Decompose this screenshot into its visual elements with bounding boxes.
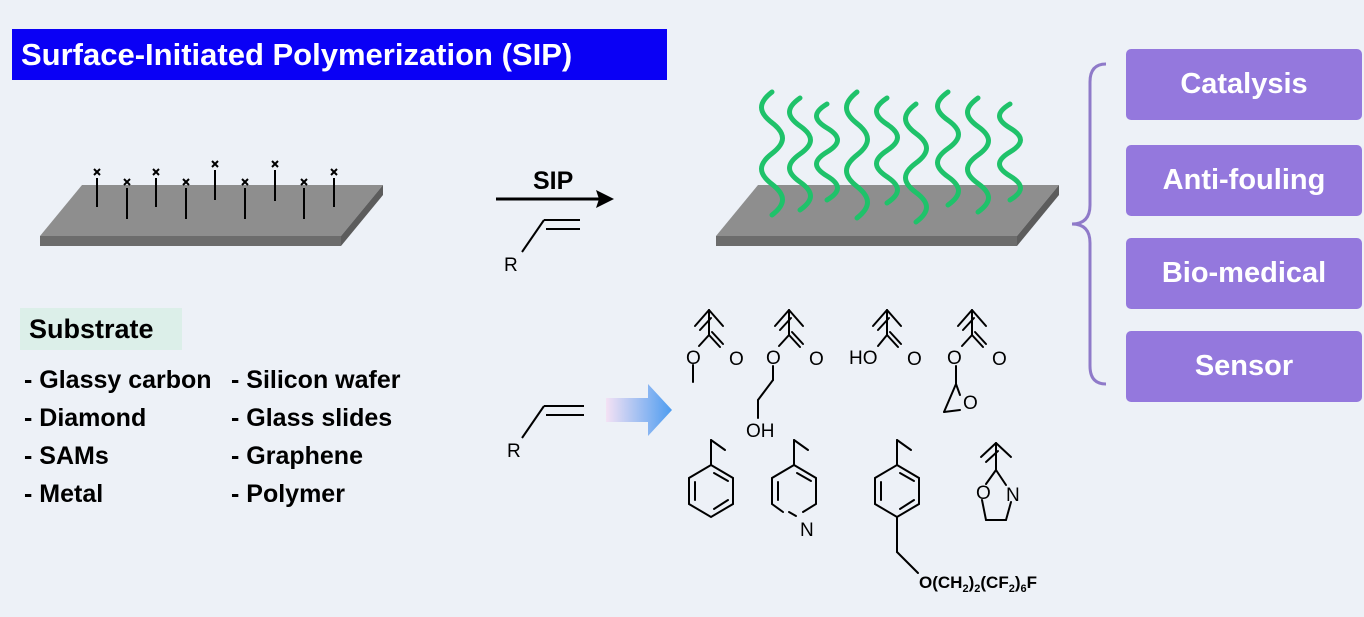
hema-hydroxyl: OH — [746, 421, 775, 442]
substrate-item: - Diamond — [24, 404, 147, 432]
monomer-structures — [688, 309, 1012, 574]
initiator-cross — [211, 160, 219, 168]
initiator-markers — [93, 160, 338, 219]
fluorinated-styrene-structure — [874, 439, 920, 574]
methacrylic-acid-structure — [872, 309, 902, 348]
hema-ester-o: O — [766, 348, 781, 369]
substrate-heading: Substrate — [20, 308, 182, 350]
vinyl-monomer-structure-2 — [521, 405, 584, 439]
initiator-substrate — [40, 185, 383, 246]
mma-carbonyl-o: O — [729, 349, 744, 370]
polymer-brush-substrate — [716, 185, 1059, 246]
oxazoline-n: N — [1006, 485, 1020, 506]
sip-arrow-label: SIP — [533, 167, 573, 195]
substrate-item: - Graphene — [231, 442, 363, 470]
application-bio-medical: Bio-medical — [1126, 238, 1362, 309]
maa-hydroxyl: HO — [849, 348, 878, 369]
substrate-item: - SAMs — [24, 442, 109, 470]
page-title: Surface-Initiated Polymerization (SIP) — [12, 29, 667, 80]
substrate-item: - Polymer — [231, 480, 345, 508]
initiator-cross — [300, 178, 308, 186]
hema-carbonyl-o: O — [809, 349, 824, 370]
sip-reaction-arrow — [496, 190, 614, 208]
polymer-brushes — [759, 89, 1023, 225]
polymer-chain — [874, 95, 900, 206]
substrate-item: - Glassy carbon — [24, 366, 212, 394]
polymer-chain — [759, 89, 785, 218]
mma-ester-o: O — [686, 348, 701, 369]
initiator-cross — [271, 160, 279, 168]
substrate-item: - Silicon wafer — [231, 366, 401, 394]
polymer-chain — [787, 95, 813, 213]
initiator-cross — [241, 178, 249, 186]
monomer-atom-labels: O O O O OH O HO O O O N O N — [686, 348, 1020, 541]
vinyl-r-group-2: R — [507, 441, 521, 462]
initiator-cross — [182, 178, 190, 186]
initiator-cross — [152, 168, 160, 176]
oxazoline-o: O — [976, 483, 991, 504]
initiator-cross — [123, 178, 131, 186]
applications-brace — [1071, 62, 1107, 386]
gma-epoxide-o: O — [963, 393, 978, 414]
gma-carbonyl-o: O — [992, 349, 1007, 370]
fluoro-chain-label: O(CH2)2(CF2)6F — [919, 573, 1037, 595]
polymer-chain — [844, 89, 870, 221]
substrate-item: - Metal — [24, 480, 104, 508]
maa-carbonyl-o: O — [907, 349, 922, 370]
pyridine-n: N — [800, 520, 814, 541]
substrate-item: - Glass slides — [231, 404, 393, 432]
application-catalysis: Catalysis — [1126, 49, 1362, 120]
oxazoline-structure — [980, 442, 1012, 521]
gma-ester-o: O — [947, 348, 962, 369]
polymer-chain — [935, 89, 961, 208]
polymer-chain — [814, 101, 840, 203]
vinylpyridine-structure — [771, 439, 817, 517]
hydroxyethyl-methacrylate-structure — [757, 309, 804, 419]
vinyl-monomer-structure — [521, 219, 580, 253]
glycidyl-methacrylate-structure — [943, 309, 987, 413]
styrene-structure — [688, 439, 734, 519]
gradient-arrow — [606, 384, 672, 436]
initiator-cross — [330, 168, 338, 176]
application-sensor: Sensor — [1126, 331, 1362, 402]
polymer-chain — [903, 101, 929, 225]
application-anti-fouling: Anti-fouling — [1126, 145, 1362, 216]
polymer-chain — [965, 95, 991, 215]
initiator-cross — [93, 168, 101, 176]
vinyl-r-group: R — [504, 255, 518, 276]
polymer-chain — [997, 101, 1023, 203]
methyl-methacrylate-structure — [692, 309, 724, 383]
